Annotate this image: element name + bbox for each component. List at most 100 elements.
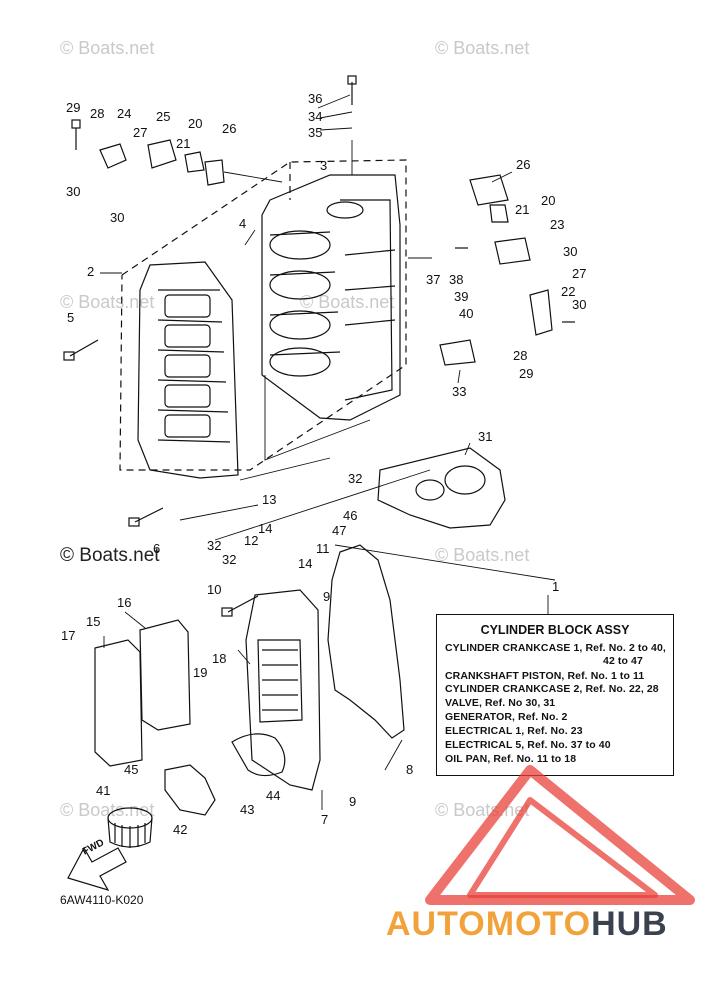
oil-pan-gasket — [327, 544, 405, 739]
diagram-code: 6AW4110-K020 — [60, 893, 144, 907]
callout-number[interactable]: 31 — [478, 429, 493, 444]
cover-plate-15 — [94, 639, 143, 767]
callout-number[interactable]: 32 — [207, 538, 222, 553]
fitting-part — [164, 764, 216, 816]
callout-number[interactable]: 1 — [552, 579, 560, 594]
callout-number[interactable]: 3 — [320, 158, 328, 173]
oil-filter-part — [107, 807, 153, 848]
callout-number[interactable]: 14 — [258, 521, 273, 536]
leader-lines — [100, 94, 556, 810]
watermark-main: © Boats.net — [60, 545, 160, 566]
legend-line: ELECTRICAL 1, Ref. No. 23 — [445, 725, 583, 737]
callout-number[interactable]: 17 — [61, 628, 76, 643]
callout-number[interactable]: 8 — [406, 762, 414, 777]
legend-line: VALVE, Ref. No 30, 31 — [445, 697, 556, 709]
callout-number[interactable]: 25 — [156, 109, 171, 124]
callout-number[interactable]: 32 — [222, 552, 237, 567]
callout-number[interactable]: 20 — [188, 116, 203, 131]
callout-number[interactable]: 14 — [298, 556, 313, 571]
cylinder-block-part — [261, 174, 401, 421]
assembly-reference-legend: CYLINDER BLOCK ASSY CYLINDER CRANKCASE 1… — [436, 614, 674, 776]
callout-number[interactable]: 28 — [513, 348, 528, 363]
watermark: © Boats.net — [60, 292, 155, 312]
callout-number[interactable]: 9 — [323, 589, 331, 604]
oil-pan-part — [245, 589, 321, 791]
watermark: © Boats.net — [60, 38, 155, 58]
callout-number[interactable]: 12 — [244, 533, 259, 548]
callout-number[interactable]: 10 — [207, 582, 222, 597]
callout-number[interactable]: 34 — [308, 109, 323, 124]
brand-part-1: AUTOMOTO — [386, 905, 592, 943]
callout-number[interactable]: 40 — [459, 306, 474, 321]
callout-number[interactable]: 30 — [563, 244, 578, 259]
legend-line: ELECTRICAL 5, Ref. No. 37 to 40 — [445, 739, 611, 751]
legend-line: OIL PAN, Ref. No. 11 to 18 — [445, 753, 577, 765]
callout-number[interactable]: 43 — [240, 802, 255, 817]
callout-number[interactable]: 19 — [193, 665, 208, 680]
callout-number[interactable]: 27 — [133, 125, 148, 140]
callout-number[interactable]: 28 — [90, 106, 105, 121]
bracket-33 — [439, 339, 476, 366]
legend-line: CYLINDER CRANKCASE 2, Ref. No. 22, 28 — [445, 683, 659, 695]
callout-number[interactable]: 9 — [349, 794, 357, 809]
callout-number[interactable]: 29 — [66, 100, 81, 115]
callout-number[interactable]: 5 — [67, 310, 75, 325]
callout-number[interactable]: 42 — [173, 822, 188, 837]
callout-number[interactable]: 38 — [449, 272, 464, 287]
callout-number[interactable]: 36 — [308, 91, 323, 106]
watermark: © Boats.net — [300, 292, 395, 312]
legend-line: CYLINDER CRANKCASE 1, Ref. No. 2 to 40, — [445, 642, 666, 654]
callout-number[interactable]: 4 — [239, 216, 247, 231]
fitting-22 — [529, 289, 553, 336]
callout-number[interactable]: 21 — [515, 202, 530, 217]
callout-number[interactable]: 27 — [572, 266, 587, 281]
callout-number[interactable]: 20 — [541, 193, 556, 208]
callout-number[interactable]: 22 — [561, 284, 576, 299]
watermark: © Boats.net — [60, 800, 155, 820]
callout-number[interactable]: 16 — [117, 595, 132, 610]
callout-number[interactable]: 32 — [348, 471, 363, 486]
callout-number[interactable]: 6 — [153, 541, 161, 556]
brand-part-2: HUB — [591, 905, 668, 943]
gasket-part — [377, 447, 506, 529]
legend-title: CYLINDER BLOCK ASSY — [480, 623, 630, 637]
callout-number[interactable]: 46 — [343, 508, 358, 523]
gasket-16 — [139, 619, 191, 731]
callout-number[interactable]: 18 — [212, 651, 227, 666]
callout-number[interactable]: 41 — [96, 783, 111, 798]
callout-number[interactable]: 30 — [110, 210, 125, 225]
callout-number[interactable]: 37 — [426, 272, 441, 287]
callout-number[interactable]: 26 — [222, 121, 237, 136]
brand-wordmark: AUTOMOTOHUB — [386, 905, 668, 944]
bolts — [63, 75, 575, 617]
callout-number[interactable]: 2 — [87, 264, 95, 279]
callout-number[interactable]: 30 — [66, 184, 81, 199]
thermostat-parts-right — [469, 174, 531, 265]
callout-number[interactable]: 13 — [262, 492, 277, 507]
legend-line: CRANKSHAFT PISTON, Ref. No. 1 to 11 — [445, 670, 645, 682]
callout-number[interactable]: 11 — [316, 541, 330, 556]
callout-number[interactable]: 21 — [176, 136, 191, 151]
legend-line: GENERATOR, Ref. No. 2 — [445, 711, 568, 723]
callout-number[interactable]: 30 — [572, 297, 587, 312]
thermostat-parts-left — [99, 139, 205, 173]
callout-number[interactable]: 26 — [516, 157, 531, 172]
callout-number[interactable]: 23 — [550, 217, 565, 232]
callout-number[interactable]: 7 — [321, 812, 329, 827]
pump-part — [231, 733, 286, 777]
callout-number[interactable]: 24 — [117, 106, 132, 121]
callout-number[interactable]: 47 — [332, 523, 347, 538]
callout-number[interactable]: 35 — [308, 125, 323, 140]
callout-number[interactable]: 44 — [266, 788, 281, 803]
fwd-arrow — [67, 846, 127, 892]
callout-number[interactable]: 15 — [86, 614, 101, 629]
callout-number[interactable]: 33 — [452, 384, 467, 399]
callout-number[interactable]: 29 — [519, 366, 534, 381]
callout-number[interactable]: 39 — [454, 289, 469, 304]
callout-number[interactable]: 45 — [124, 762, 139, 777]
assembly-outline — [119, 159, 407, 471]
watermark: © Boats.net — [435, 545, 530, 565]
